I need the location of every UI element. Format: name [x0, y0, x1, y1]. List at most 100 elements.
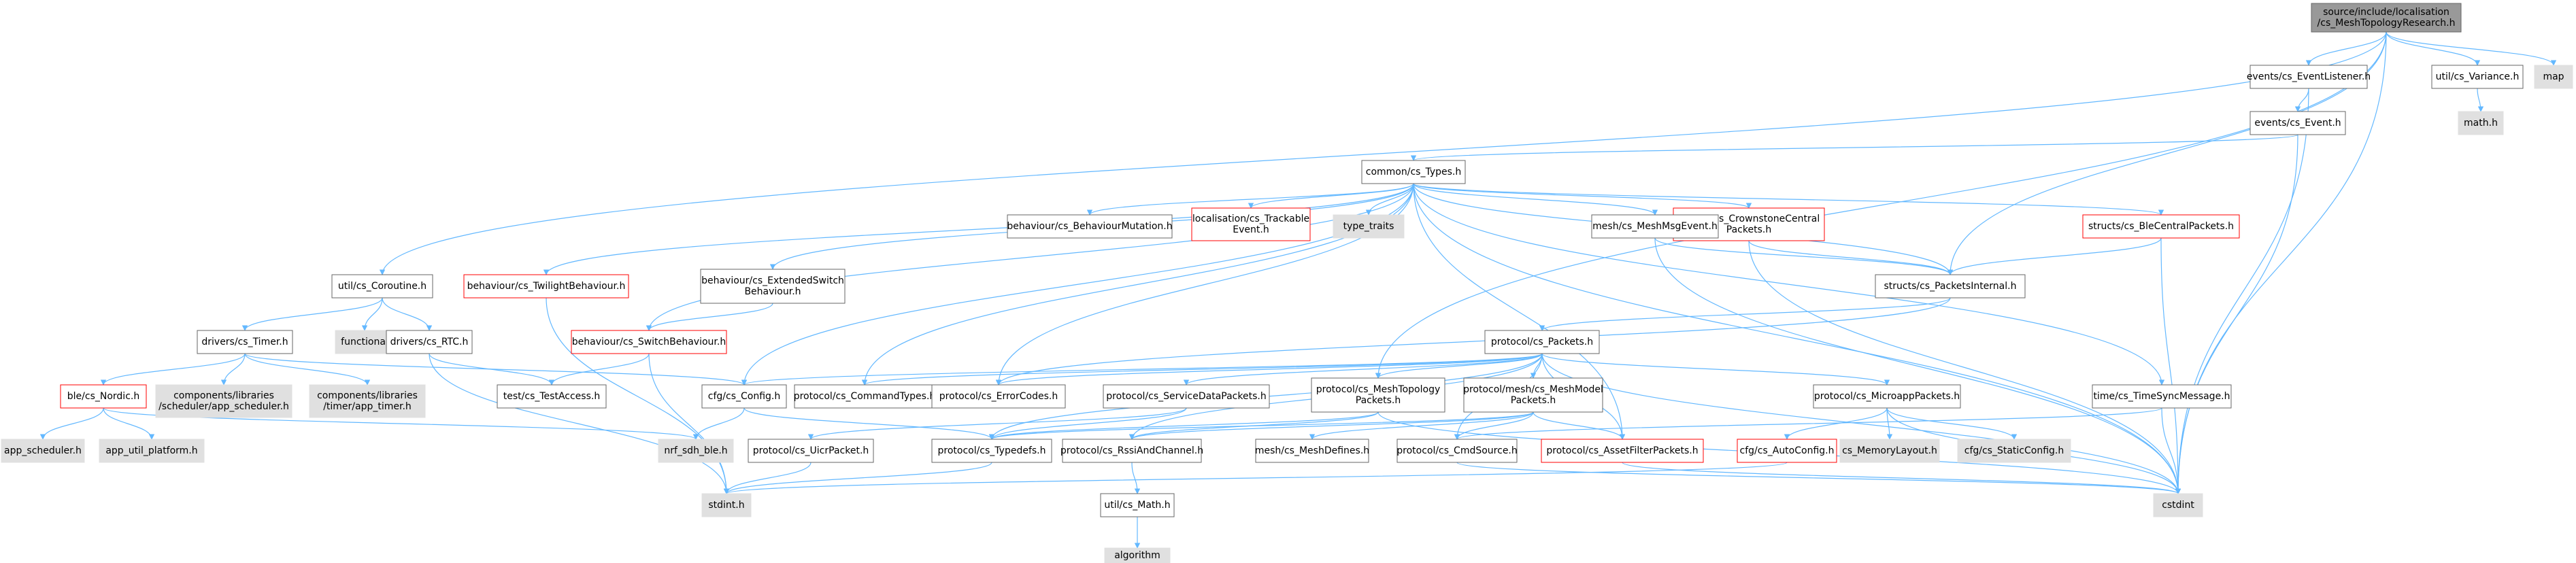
node-box-meshmodelpackets [1463, 377, 1603, 413]
node-label-nrfsdhble-0: nrf_sdh_ble.h [664, 445, 727, 456]
node-twilight[interactable]: behaviour/cs_TwilightBehaviour.h [463, 274, 629, 298]
node-box-config [701, 384, 787, 409]
node-meshdefines[interactable]: mesh/cs_MeshDefines.h [1255, 439, 1369, 463]
node-timesync[interactable]: time/cs_TimeSyncMessage.h [2092, 384, 2232, 409]
node-cmdsource[interactable]: protocol/cs_CmdSource.h [1396, 439, 1518, 463]
node-box-cmdtypes [794, 384, 935, 409]
edge-root-to-map [2386, 31, 2557, 66]
node-label-extswitch-1: Behaviour.h [744, 286, 801, 297]
node-box-rtc [386, 330, 473, 354]
edge-timer-to-appsched [220, 353, 246, 386]
edge-timesync-to-cmdsource [1454, 407, 2162, 440]
node-label-root-1: /cs_MeshTopologyResearch.h [2318, 18, 2456, 29]
node-csmath[interactable]: util/cs_Math.h [1100, 493, 1175, 517]
node-meshmsgevent[interactable]: mesh/cs_MeshMsgEvent.h [1591, 214, 1719, 239]
node-cmdtypes[interactable]: protocol/cs_CommandTypes.h [794, 384, 936, 409]
node-label-coroutine-0: util/cs_Coroutine.h [338, 281, 426, 292]
node-stdint: stdint.h [701, 493, 752, 517]
node-box-extswitch [700, 269, 846, 304]
edge-servicedata-to-typedefs [988, 407, 1187, 440]
node-box-cstdint [2153, 493, 2203, 517]
edge-types-to-meshmsgevent [1413, 183, 1658, 216]
node-nordic[interactable]: ble/cs_Nordic.h [60, 384, 147, 409]
edge-root-to-cstdint [2175, 31, 2387, 494]
node-label-uicr-0: protocol/cs_UicrPacket.h [753, 445, 869, 456]
edge-meshtopopackets-to-typedefs [989, 411, 1379, 440]
node-label-config-0: cfg/cs_Config.h [708, 391, 780, 402]
node-errorcodes[interactable]: protocol/cs_ErrorCodes.h [931, 384, 1066, 409]
edge-types-to-assetfilter [1413, 183, 1626, 440]
edge-meshmodelpackets-to-assetfilter [1533, 411, 1626, 440]
node-switchbeh[interactable]: behaviour/cs_SwitchBehaviour.h [571, 330, 727, 354]
edge-coroutine-to-timer [241, 297, 383, 331]
node-box-behmut [1007, 214, 1173, 239]
edge-timer-to-apptimer [244, 353, 371, 386]
node-box-types [1361, 160, 1466, 184]
node-microapp[interactable]: protocol/cs_MicroappPackets.h [1813, 384, 1961, 409]
node-event[interactable]: events/cs_Event.h [2249, 111, 2346, 135]
node-label-timesync-0: time/cs_TimeSyncMessage.h [2093, 391, 2230, 402]
node-behmut[interactable]: behaviour/cs_BehaviourMutation.h [1007, 214, 1173, 239]
node-blecentral[interactable]: structs/cs_BleCentralPackets.h [2082, 214, 2240, 239]
node-packetsinternal[interactable]: structs/cs_PacketsInternal.h [1875, 274, 2026, 298]
node-label-meshtopopackets-0: protocol/cs_MeshTopology [1316, 384, 1441, 395]
edge-cmdsource-to-cstdint [1456, 462, 2181, 494]
node-label-meshmodelpackets-0: protocol/mesh/cs_MeshModel [1463, 384, 1603, 395]
edge-blecentral-to-cstdint [2160, 237, 2181, 494]
node-packets[interactable]: protocol/cs_Packets.h [1484, 330, 1600, 354]
node-root[interactable]: source/include/localisation/cs_MeshTopol… [2311, 3, 2462, 33]
node-label-algorithm-0: algorithm [1114, 550, 1160, 561]
edge-coroutine-to-functional [361, 297, 383, 331]
node-box-math [2458, 111, 2504, 135]
edge-types-to-trackable [1248, 183, 1414, 209]
node-label-meshmodelpackets-1: Packets.h [1511, 395, 1556, 406]
node-coroutine[interactable]: util/cs_Coroutine.h [331, 274, 433, 298]
edge-extswitch-to-switchbeh [646, 303, 773, 331]
node-box-algorithm [1104, 547, 1171, 563]
node-label-apptimer-1: /timer/app_timer.h [323, 401, 412, 412]
node-label-behmut-0: behaviour/cs_BehaviourMutation.h [1007, 221, 1172, 232]
edge-microapp-to-memlayout [1886, 407, 1893, 440]
node-box-apputil [99, 439, 205, 463]
node-rssiandchannel[interactable]: protocol/cs_RssiAndChannel.h [1060, 439, 1203, 463]
edge-packets-to-meshtopopackets [1375, 353, 1543, 379]
node-appsched: components/libraries/scheduler/app_sched… [155, 384, 292, 418]
node-servicedata[interactable]: protocol/cs_ServiceDataPackets.h [1103, 384, 1270, 409]
node-box-twilight [463, 274, 629, 298]
node-label-trackable-1: Event.h [1233, 224, 1269, 235]
node-autoconfig[interactable]: cfg/cs_AutoConfig.h [1737, 439, 1837, 463]
node-uicr[interactable]: protocol/cs_UicrPacket.h [748, 439, 874, 463]
node-box-testaccess [497, 384, 607, 409]
node-staticconfig: cfg/cs_StaticConfig.h [1957, 439, 2071, 463]
node-eventlistener[interactable]: events/cs_EventListener.h [2247, 65, 2371, 89]
node-config[interactable]: cfg/cs_Config.h [701, 384, 787, 409]
edge-rtc-to-testaccess [429, 353, 555, 386]
node-typedefs[interactable]: protocol/cs_Typedefs.h [931, 439, 1052, 463]
node-testaccess[interactable]: test/cs_TestAccess.h [497, 384, 607, 409]
edge-meshmodelpackets-to-cmdsource [1454, 411, 1534, 440]
edge-eventlistener-to-cstdint [2175, 88, 2309, 494]
node-box-packets [1484, 330, 1600, 354]
edge-typedefs-to-stdint [723, 462, 992, 494]
node-box-assetfilter [1541, 439, 1704, 463]
node-variance[interactable]: util/cs_Variance.h [2431, 65, 2524, 89]
node-rtc[interactable]: drivers/cs_RTC.h [386, 330, 473, 354]
edge-uicr-to-stdint [723, 462, 812, 494]
node-box-event [2249, 111, 2346, 135]
node-label-switchbeh-0: behaviour/cs_SwitchBehaviour.h [572, 337, 726, 347]
node-label-stdint-0: stdint.h [708, 500, 744, 511]
node-box-cmdsource [1396, 439, 1518, 463]
node-box-eventlistener [2249, 65, 2368, 89]
node-types[interactable]: common/cs_Types.h [1361, 160, 1466, 184]
node-assetfilter[interactable]: protocol/cs_AssetFilterPackets.h [1541, 439, 1704, 463]
node-timer[interactable]: drivers/cs_Timer.h [197, 330, 293, 354]
node-typetraits: type_traits [1333, 214, 1405, 239]
node-label-apptimer-0: components/libraries [317, 390, 418, 401]
edge-timesync-to-cstdint [2161, 407, 2181, 494]
node-label-csmath-0: util/cs_Math.h [1104, 500, 1170, 511]
